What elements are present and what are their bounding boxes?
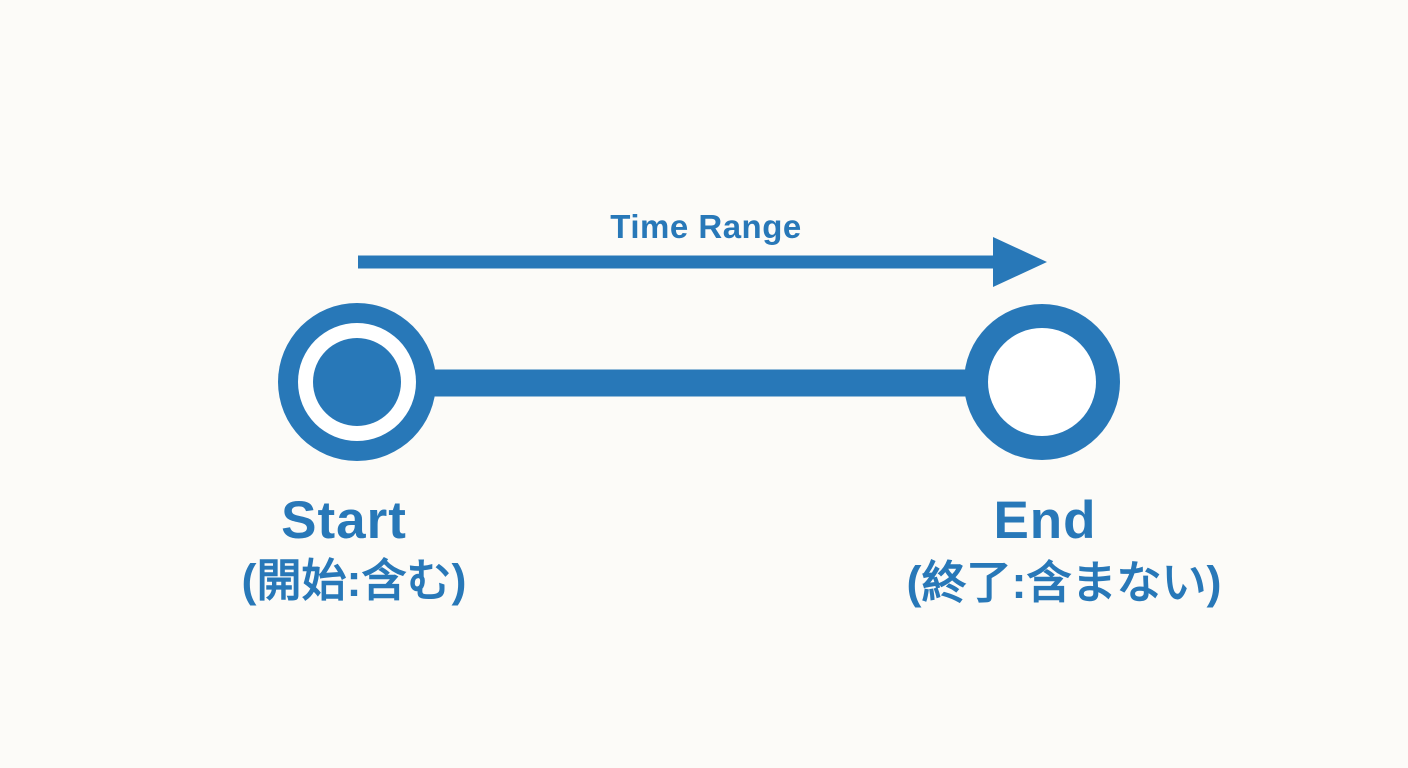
start-label-group: Start (開始:含む) (242, 491, 467, 606)
end-marker (964, 304, 1120, 460)
arrow-head-icon (993, 237, 1047, 287)
end-sublabel: (終了:含まない) (907, 557, 1222, 608)
start-marker (278, 303, 436, 461)
start-label: Start (281, 491, 407, 550)
time-range-label: Time Range (610, 208, 801, 245)
start-sublabel: (開始:含む) (242, 555, 467, 606)
start-marker-inner-dot (313, 338, 401, 426)
end-marker-hollow-center (988, 328, 1096, 436)
end-label-group: End (終了:含まない) (907, 491, 1222, 608)
time-range-arrow: Time Range (358, 208, 1047, 287)
end-label: End (993, 491, 1096, 550)
